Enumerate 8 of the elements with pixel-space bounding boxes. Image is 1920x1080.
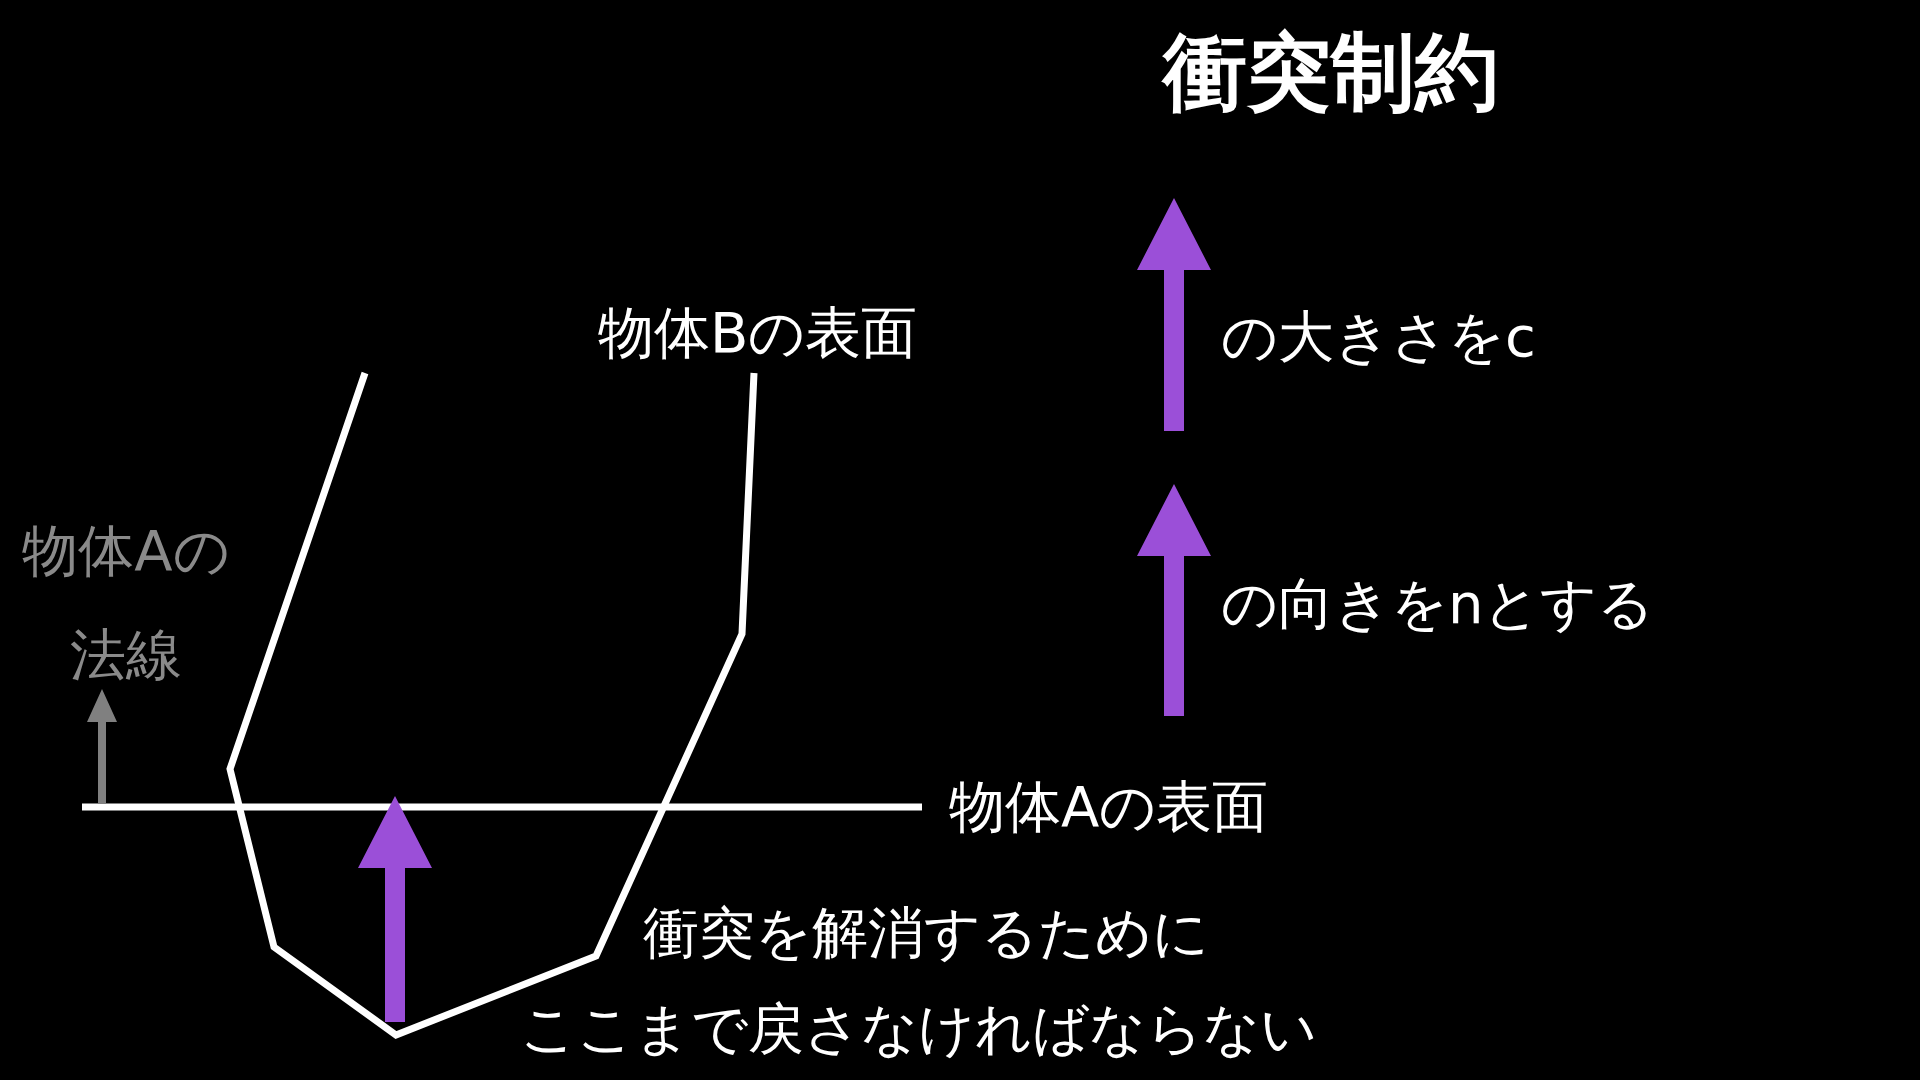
- label-text: の向きをnとする: [1221, 570, 1655, 638]
- label-text: 物体Aの法線: [21, 517, 231, 689]
- title: 衝突制約: [1163, 22, 1499, 122]
- label-text: 物体Bの表面: [598, 299, 918, 367]
- label-text: の大きさをc: [1221, 303, 1536, 371]
- label-text: 物体Aの表面: [949, 773, 1269, 841]
- label-text: 衝突を解消するために: [643, 899, 1209, 967]
- label-text: ここまで戻さなければならない: [520, 995, 1317, 1063]
